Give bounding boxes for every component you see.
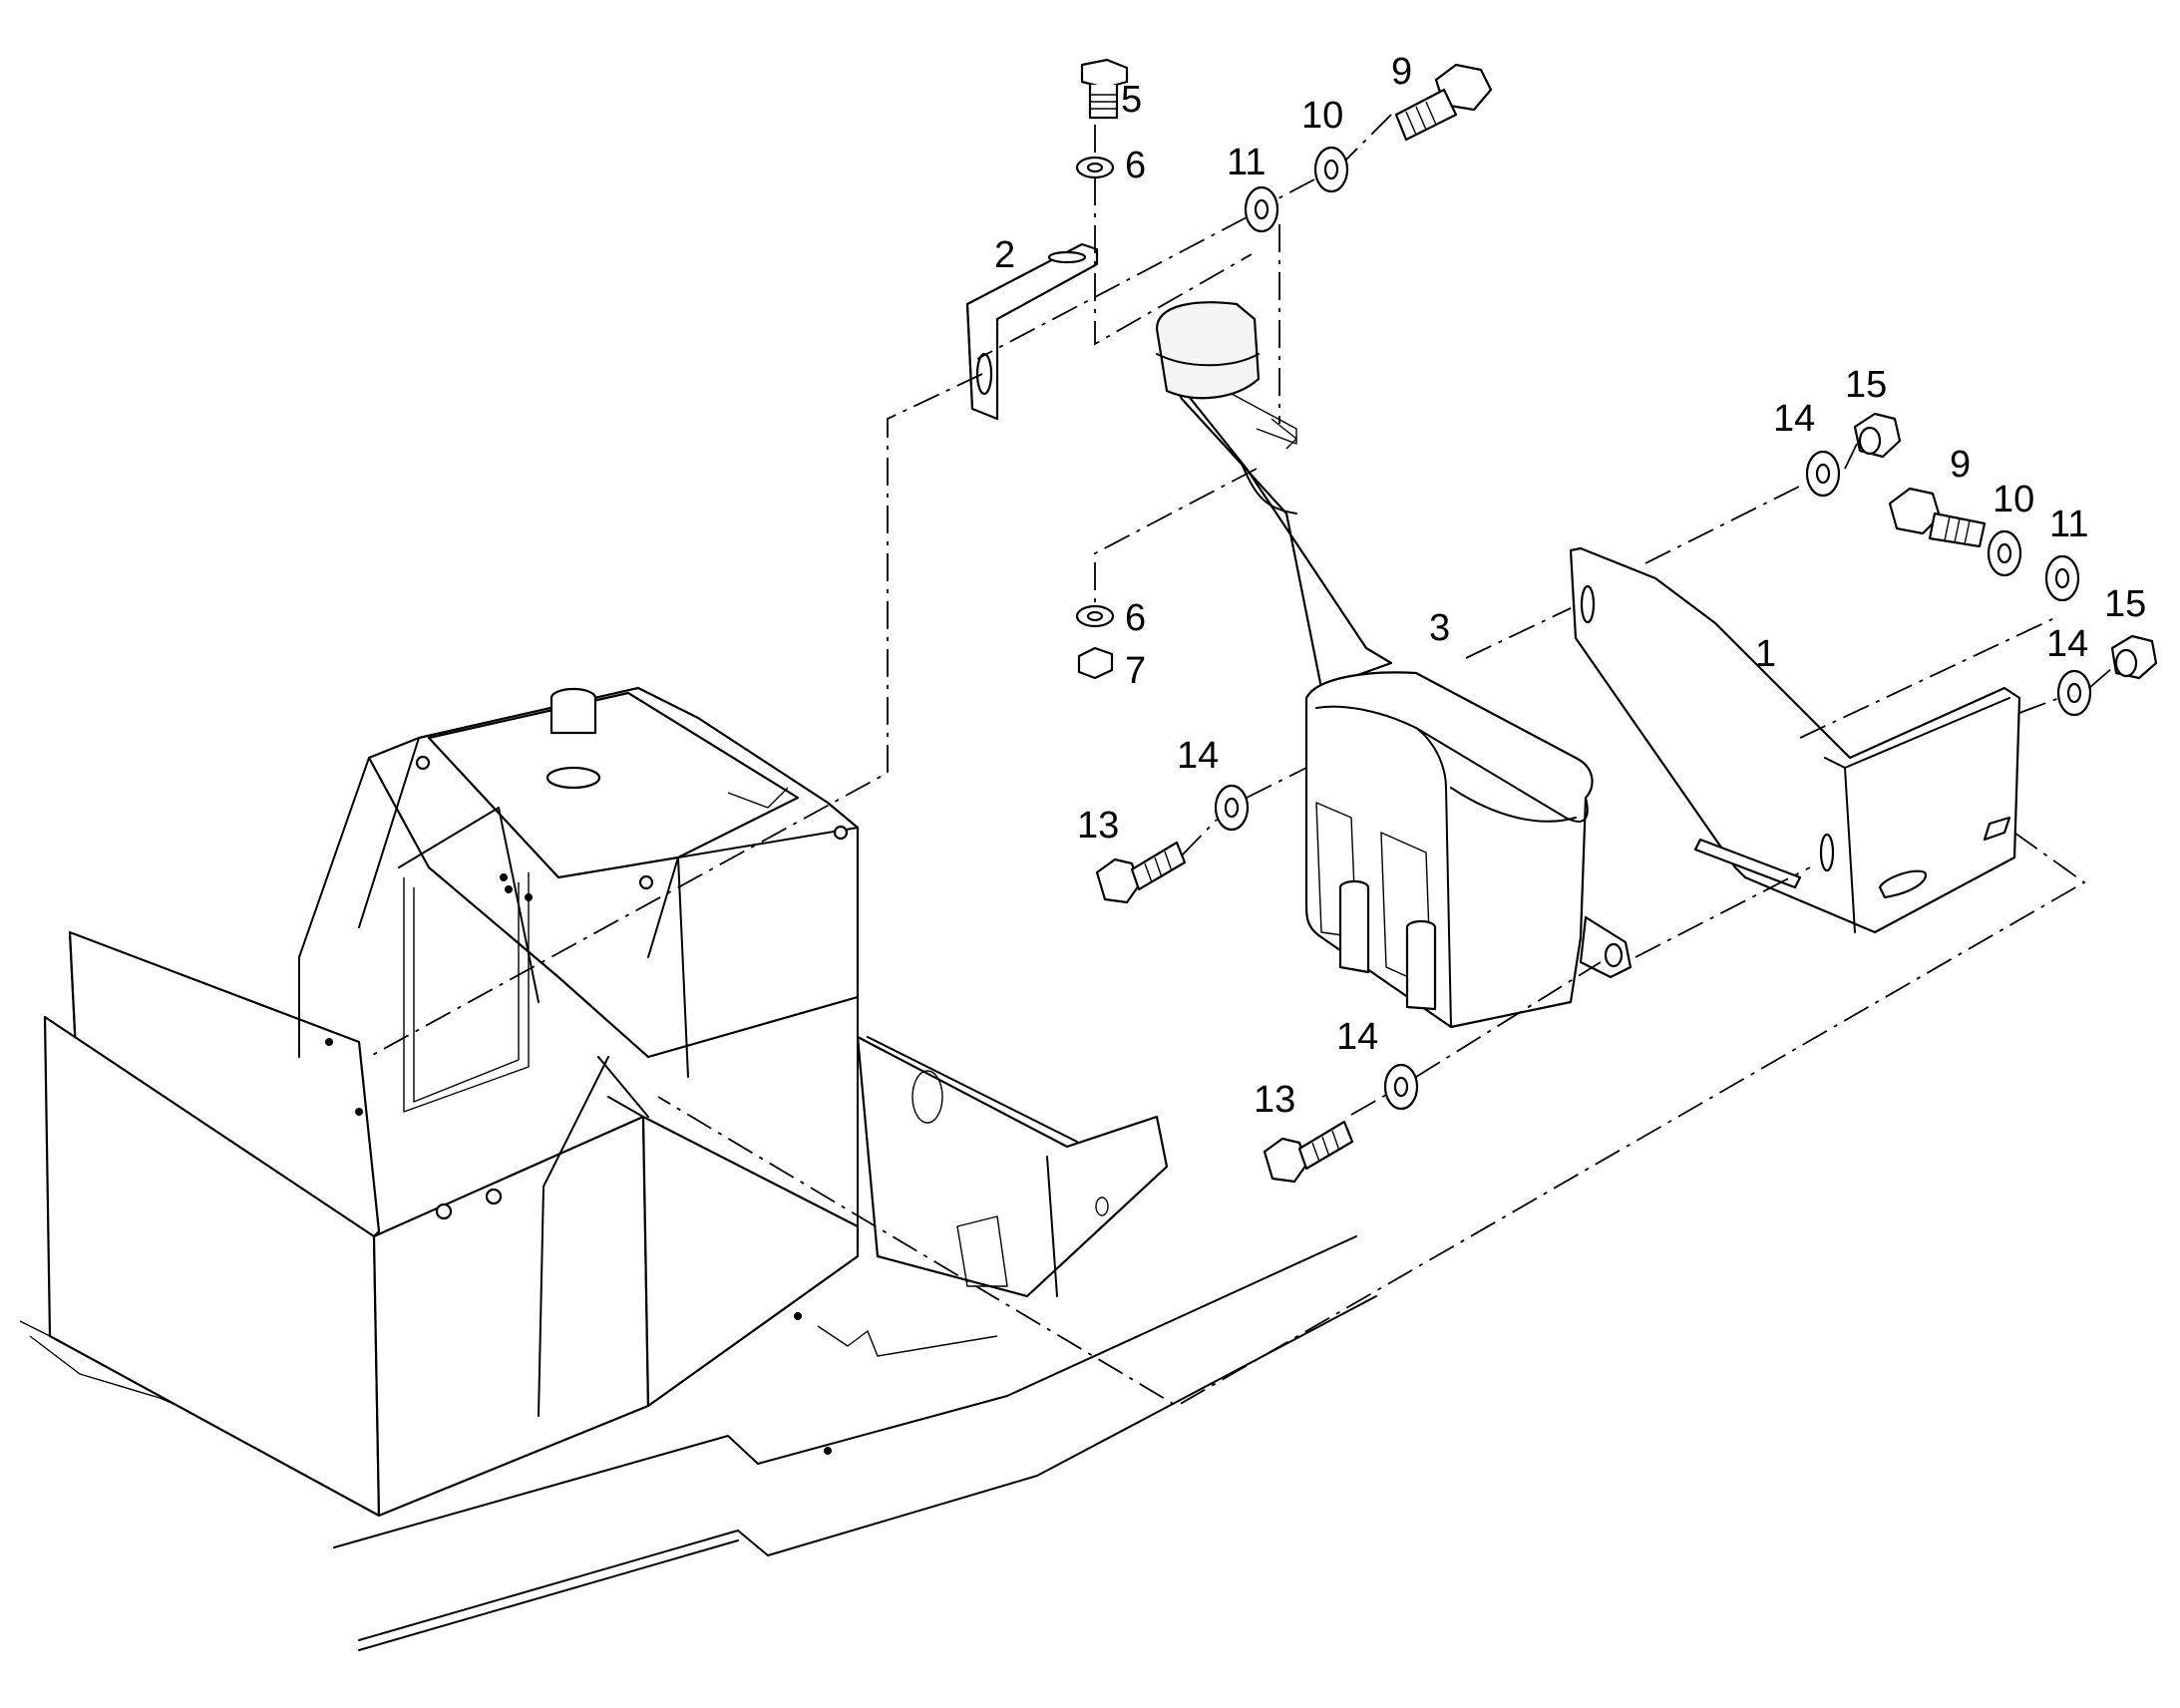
washer-fluid-reservoir [1155, 301, 1633, 1029]
callout-9: 9 [1950, 444, 1971, 486]
callout-11: 11 [2049, 504, 2088, 545]
hardware [1075, 58, 2158, 1184]
callout-10: 10 [1301, 95, 1343, 137]
callout-13: 13 [1077, 805, 1119, 847]
bracket-part-1 [1569, 546, 2021, 934]
callout-15: 15 [2104, 583, 2146, 625]
callout-labels: 5 6 9 10 11 2 6 7 3 14 13 14 13 1 14 15 … [994, 51, 2146, 1121]
callout-1: 1 [1755, 633, 1776, 675]
callout-14: 14 [1177, 735, 1219, 777]
callout-10: 10 [1993, 479, 2034, 520]
callout-14: 14 [1336, 1016, 1378, 1058]
callout-11: 11 [1227, 142, 1266, 183]
callout-15: 15 [1845, 364, 1887, 406]
callout-3: 3 [1429, 607, 1450, 649]
callout-6: 6 [1125, 145, 1146, 186]
callout-5: 5 [1121, 79, 1142, 121]
callout-6: 6 [1125, 597, 1146, 639]
callout-2: 2 [994, 234, 1015, 276]
callout-14: 14 [2046, 623, 2088, 665]
callout-7: 7 [1125, 650, 1146, 692]
machine-frame [19, 686, 1377, 1651]
bracket-part-2 [965, 242, 1099, 421]
assembly-centerlines [368, 114, 2113, 1408]
callout-9: 9 [1391, 51, 1412, 93]
callout-13: 13 [1254, 1079, 1295, 1121]
callout-14: 14 [1773, 398, 1815, 440]
